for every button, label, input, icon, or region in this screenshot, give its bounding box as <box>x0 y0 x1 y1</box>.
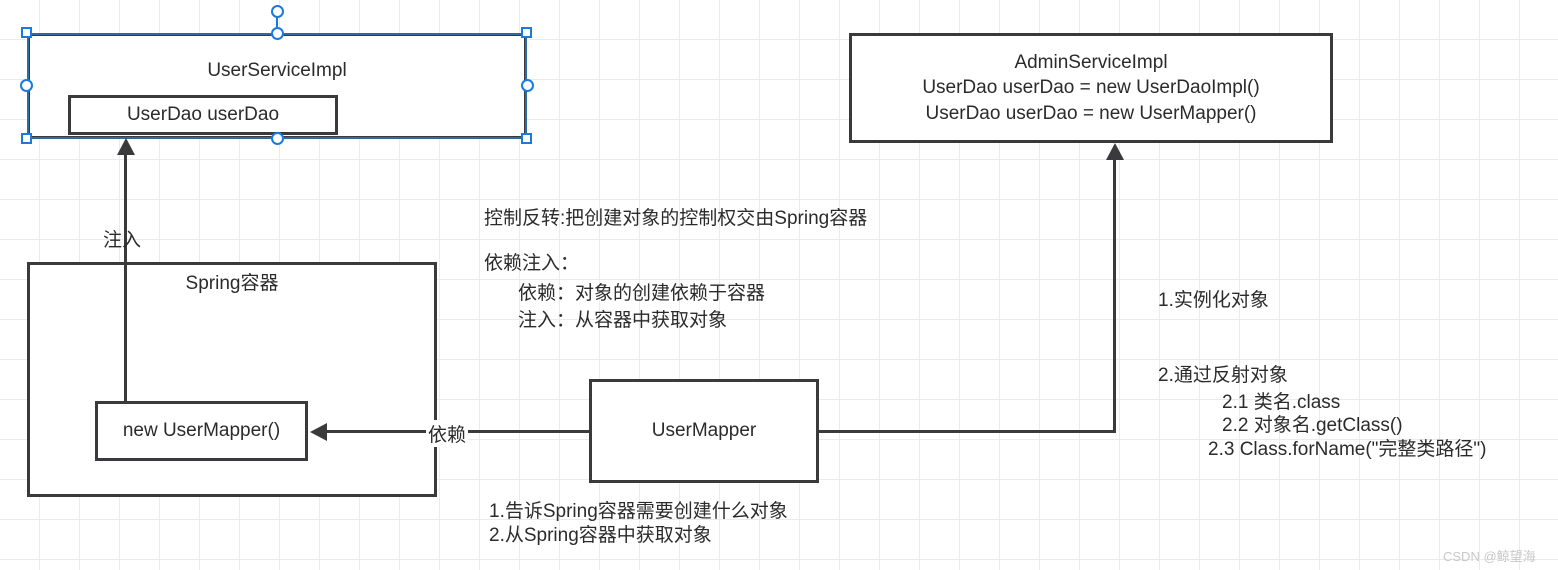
rotate-handle[interactable] <box>271 5 284 18</box>
edge-inject-label: 注入 <box>103 230 142 251</box>
node-new-user-mapper[interactable]: new UserMapper() <box>95 401 308 461</box>
note-ioc: 控制反转:把创建对象的控制权交由Spring容器 <box>484 208 868 229</box>
rotate-handle-stem <box>276 12 278 34</box>
selection-handle-bottom-right[interactable] <box>521 133 532 144</box>
note-di-title: 依赖注入： <box>484 253 580 274</box>
selection-handle-top-right[interactable] <box>521 27 532 38</box>
note-di-line1: 依赖：对象的创建依赖于容器 <box>518 283 766 304</box>
selection-handle-bottom-left[interactable] <box>21 133 32 144</box>
note-step2: 2.通过反射对象 <box>1158 365 1288 386</box>
selection-handle-top-left[interactable] <box>21 27 32 38</box>
note-step2-2: 2.2 对象名.getClass() <box>1222 415 1403 436</box>
admin-service-impl-line2: UserDao userDao = new UserDaoImpl() <box>922 77 1260 99</box>
edge-admin-horizontal <box>818 430 1116 433</box>
node-user-mapper[interactable]: UserMapper <box>589 379 819 483</box>
edge-admin-arrowhead <box>1106 143 1124 160</box>
selection-handle-top-center[interactable] <box>271 27 284 40</box>
node-spring-container[interactable]: Spring容器 <box>27 262 437 497</box>
edge-inject-arrowhead <box>117 138 135 155</box>
note-step2-1: 2.1 类名.class <box>1222 392 1341 413</box>
edge-admin-vertical <box>1113 158 1116 432</box>
node-admin-service-impl[interactable]: AdminServiceImpl UserDao userDao = new U… <box>849 33 1333 143</box>
user-mapper-label: UserMapper <box>651 420 757 442</box>
spring-container-title: Spring容器 <box>185 273 279 294</box>
edge-inject-line <box>124 152 127 402</box>
new-user-mapper-label: new UserMapper() <box>122 420 281 442</box>
note-step2-3: 2.3 Class.forName("完整类路径") <box>1208 439 1487 460</box>
selection-handle-middle-right[interactable] <box>521 79 534 92</box>
edge-depend-arrowhead <box>310 423 327 441</box>
user-dao-field-label: UserDao userDao <box>126 104 280 125</box>
selection-handle-middle-left[interactable] <box>20 79 33 92</box>
admin-service-impl-title: AdminServiceImpl <box>1014 52 1168 74</box>
note-di-line2: 注入：从容器中获取对象 <box>518 310 728 331</box>
csdn-watermark: CSDN @鲸望海 <box>1443 549 1536 564</box>
edge-depend-label: 依赖 <box>426 420 469 447</box>
note-step1: 1.实例化对象 <box>1158 290 1269 311</box>
selection-handle-bottom-center[interactable] <box>271 132 284 145</box>
node-user-dao-field[interactable]: UserDao userDao <box>68 95 338 135</box>
note-bottom-2: 2.从Spring容器中获取对象 <box>489 525 712 546</box>
admin-service-impl-line3: UserDao userDao = new UserMapper() <box>925 102 1257 124</box>
user-service-impl-title: UserServiceImpl <box>207 60 347 81</box>
note-bottom-1: 1.告诉Spring容器需要创建什么对象 <box>489 501 788 522</box>
